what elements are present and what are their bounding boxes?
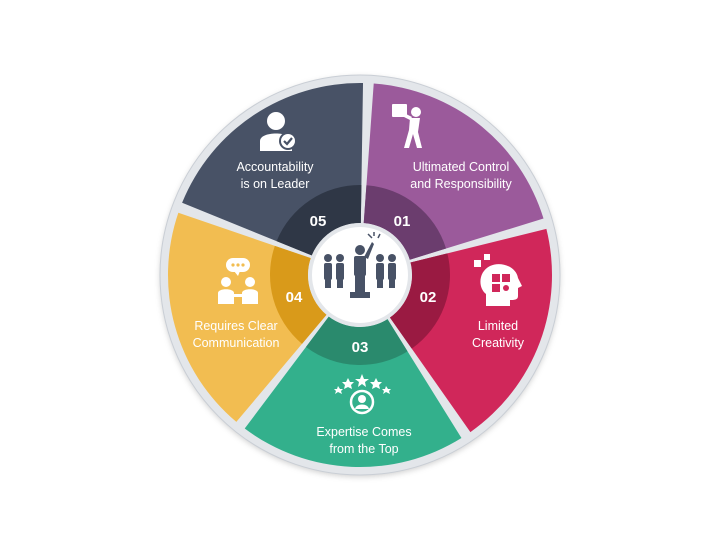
outer-ring-edge [159,74,561,476]
segment-number-1: 01 [394,213,411,230]
segment-3 [244,316,462,467]
person-carrying-box-icon [392,104,422,148]
segment-5-inner [276,185,362,256]
segment-number-5: 05 [310,213,327,230]
segment-5 [182,83,364,256]
segment-1 [363,83,544,260]
segment-number-2: 02 [420,289,437,306]
people-chat-icon [218,258,258,304]
segment-label-1: Ultimated Control and Responsibility [410,160,512,191]
segment-label-2: Limited Creativity [471,319,525,350]
user-check-icon [260,112,297,151]
segment-label-3: Expertise Comes from the Top [316,425,412,456]
segment-3-inner [305,316,408,365]
segment-number-4: 04 [286,289,303,306]
segment-3-outer [244,316,462,467]
segment-label-4: Requires Clear Communication [192,319,280,350]
stars-person-icon [334,374,391,415]
segment-4-inner [270,245,327,344]
segment-label-5: Accountability is on Leader [236,160,314,191]
segment-1-inner [363,185,447,260]
segment-4 [167,212,327,422]
segment-2-inner [389,253,450,349]
head-puzzle-icon [474,254,522,306]
leader-team-icon [324,232,396,298]
segment-number-3: 03 [352,339,369,356]
